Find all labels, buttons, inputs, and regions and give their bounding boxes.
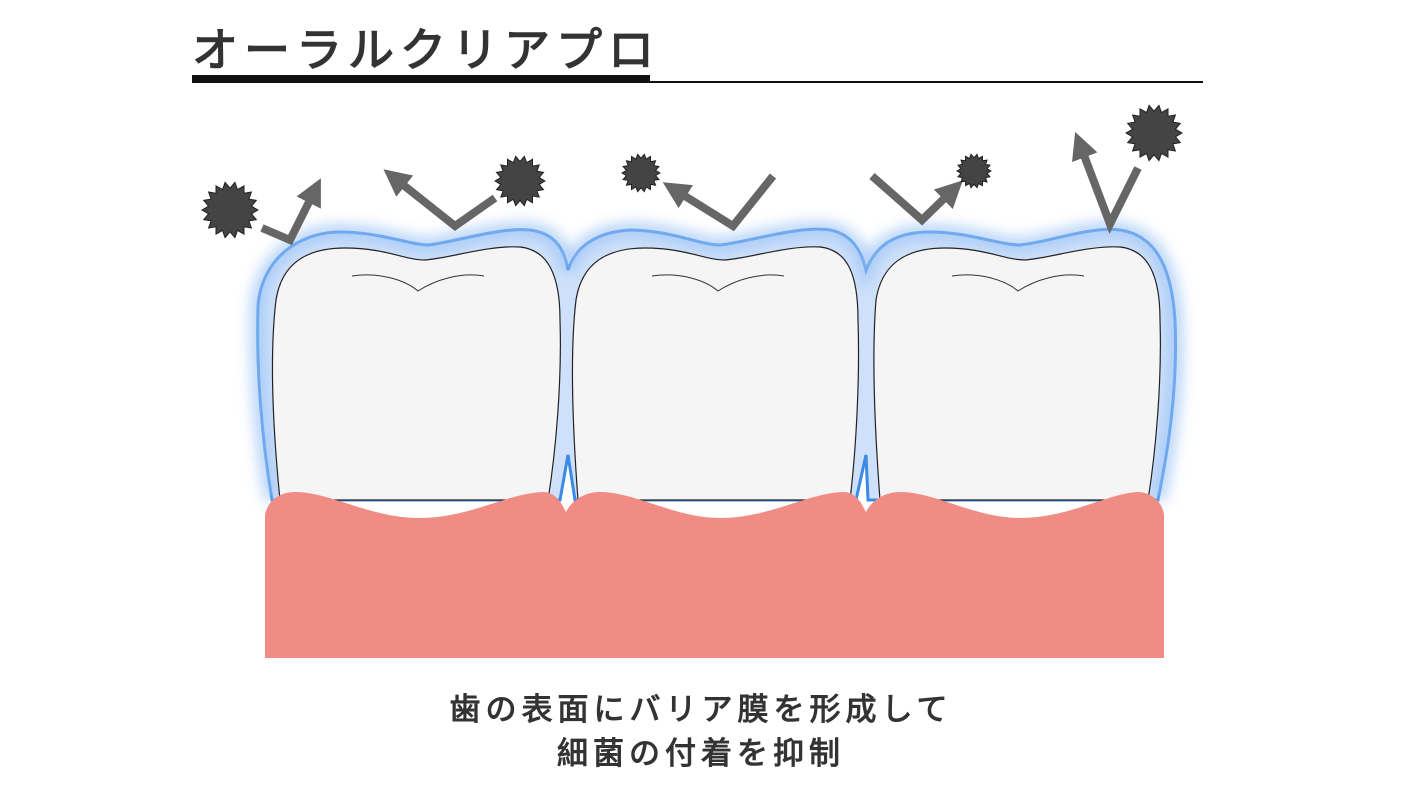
- tooth-middle: [571, 246, 860, 501]
- bacteria-1-icon: [201, 181, 259, 239]
- tooth-left: [271, 246, 561, 501]
- arrow-3: [662, 173, 777, 232]
- deflection-arrows: [260, 131, 1142, 246]
- bacteria-group: [201, 104, 1183, 239]
- page-title: オーラルクリアプロ: [192, 23, 660, 77]
- title-underline-thin: [650, 81, 1203, 83]
- arrow-4: [869, 172, 963, 226]
- arrow-5: [1072, 131, 1142, 234]
- gums: [265, 492, 1164, 658]
- tooth-right: [873, 246, 1161, 501]
- bacteria-2-icon: [494, 155, 546, 207]
- bacteria-5-icon: [1125, 104, 1183, 162]
- title-underline-thick: [192, 75, 650, 83]
- arrow-1: [260, 178, 321, 246]
- caption-line-2: 細菌の付着を抑制: [557, 736, 845, 772]
- caption-line-1: 歯の表面にバリア膜を形成して: [449, 692, 953, 728]
- arrow-2: [383, 169, 498, 231]
- caption: 歯の表面にバリア膜を形成して 細菌の付着を抑制: [0, 688, 1402, 776]
- bacteria-4-icon: [956, 153, 992, 189]
- bacteria-3-icon: [621, 153, 661, 193]
